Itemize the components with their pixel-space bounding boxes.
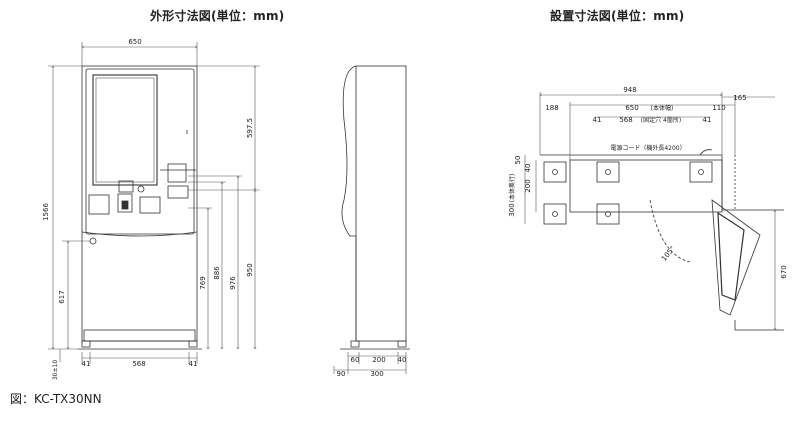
dim-foot: 30±10 (52, 360, 59, 380)
install-dim-165: 165 (733, 94, 746, 102)
side-dim-60: 60 (351, 356, 360, 364)
install-dim-188: 188 (545, 104, 558, 112)
install-dim-110: 110 (712, 104, 725, 112)
outline-drawing-title: 外形寸法図(単位：mm) (150, 9, 285, 23)
install-dim-200: 200 (524, 179, 532, 192)
side-dim-40: 40 (398, 356, 407, 364)
side-dim-90: 90 (337, 370, 346, 378)
front-view (78, 65, 202, 350)
install-dim-41-right: 41 (703, 116, 712, 124)
power-cord-label: 電源コード（機外長4200） (610, 144, 685, 152)
dim-b2: 568 (132, 360, 145, 368)
dim-597-5: 597.5 (246, 118, 254, 138)
dim-height: 1566 (42, 203, 50, 221)
dim-769: 769 (199, 276, 207, 289)
side-dim-200: 200 (372, 356, 385, 364)
install-dim-41-left: 41 (593, 116, 602, 124)
dim-886: 886 (213, 266, 221, 280)
dim-976: 976 (229, 276, 237, 290)
install-dim-568-note: (固定穴 4箇所) (641, 116, 681, 124)
install-dim-300: 300 (508, 203, 516, 216)
dim-b3: 41 (189, 360, 198, 368)
dim-width: 650 (128, 38, 141, 46)
dim-950: 950 (246, 263, 254, 276)
install-dim-40: 40 (524, 164, 532, 173)
side-view (340, 65, 410, 350)
install-dim-50: 50 (514, 156, 522, 165)
install-dim-650-note: (本体幅) (651, 104, 674, 112)
dim-b1: 41 (82, 360, 91, 368)
install-dim-670: 670 (780, 265, 788, 278)
install-dim-568: 568 (619, 116, 632, 124)
install-view (540, 149, 784, 331)
install-dim-300-note: (本体奥行) (508, 174, 516, 203)
install-drawing-title: 設置寸法図(単位：mm) (550, 9, 685, 23)
side-dim-300: 300 (370, 370, 383, 378)
touch-screen-outline (92, 74, 158, 186)
install-dim-650: 650 (625, 104, 638, 112)
figure-caption: 図：KC-TX30NN (10, 392, 102, 406)
install-dim-948: 948 (623, 86, 636, 94)
dim-617: 617 (58, 290, 66, 303)
